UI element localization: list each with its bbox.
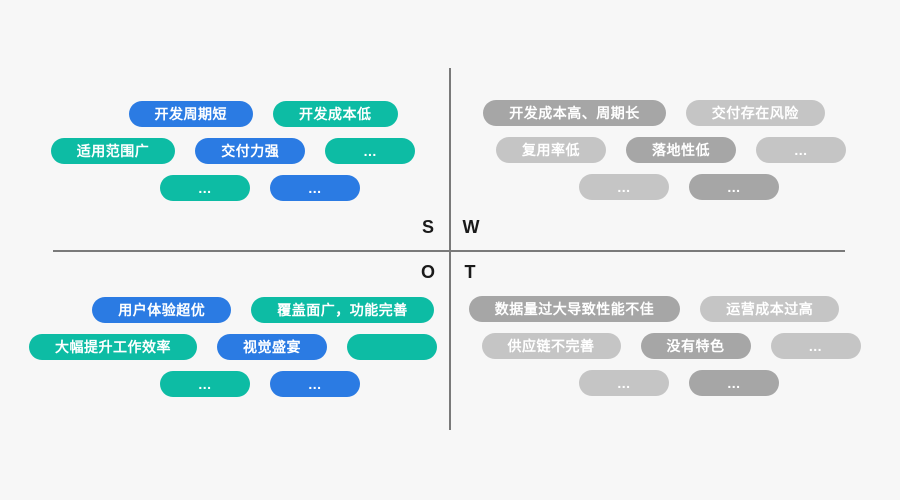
pill-row: ...... xyxy=(454,370,900,396)
swot-pill: 视觉盛宴 xyxy=(217,334,327,360)
swot-pill: 覆盖面广，功能完善 xyxy=(251,297,434,323)
swot-pill-ellipsis: ... xyxy=(756,137,846,163)
swot-pill-ellipsis: ... xyxy=(579,370,669,396)
swot-pill-ellipsis: ... xyxy=(160,371,250,397)
swot-pill: 复用率低 xyxy=(496,137,606,163)
swot-pill: 没有特色 xyxy=(640,333,751,359)
pill-row: ...... xyxy=(454,174,900,200)
swot-pill: 数据量过大导致性能不佳 xyxy=(468,296,681,322)
swot-pill: 开发成本低 xyxy=(273,101,398,127)
pill-row: 适用范围广交付力强... xyxy=(8,138,458,164)
swot-pill: 供应链不完善 xyxy=(481,333,621,359)
swot-pill: 用户体验超优 xyxy=(92,297,232,323)
swot-pill-ellipsis: ... xyxy=(160,175,250,201)
quadrant-letter-t: T xyxy=(464,262,476,282)
pill-row: 复用率低落地性低... xyxy=(446,137,896,163)
swot-pill: 交付存在风险 xyxy=(685,100,825,126)
quadrant-letter-s: S xyxy=(421,217,434,237)
swot-pill: 大幅提升工作效率 xyxy=(29,334,197,360)
pill-row: 开发周期短开发成本低 xyxy=(38,101,488,127)
swot-pill-empty xyxy=(347,334,437,360)
quadrant-letter-w: W xyxy=(462,217,480,237)
pill-row: 供应链不完善没有特色... xyxy=(446,333,896,359)
pill-row: 开发成本高、周期长交付存在风险 xyxy=(429,100,879,126)
horizontal-axis-line xyxy=(53,250,845,252)
pill-row: ...... xyxy=(35,371,485,397)
swot-pill-ellipsis: ... xyxy=(325,138,416,164)
swot-pill-ellipsis: ... xyxy=(270,371,360,397)
swot-pill: 开发成本高、周期长 xyxy=(483,100,666,126)
pill-row: 数据量过大导致性能不佳运营成本过高 xyxy=(429,296,879,322)
vertical-axis-line xyxy=(449,68,451,430)
quadrant-weaknesses: 开发成本高、周期长交付存在风险复用率低落地性低......... xyxy=(450,100,900,211)
swot-pill: 适用范围广 xyxy=(50,138,176,164)
quadrant-threats: 数据量过大导致性能不佳运营成本过高供应链不完善没有特色......... xyxy=(450,296,900,407)
quadrant-opportunities: 用户体验超优覆盖面广，功能完善大幅提升工作效率视觉盛宴...... xyxy=(0,297,450,408)
swot-pill-ellipsis: ... xyxy=(689,370,779,396)
pill-row: ...... xyxy=(35,175,485,201)
quadrant-letter-o: O xyxy=(420,262,435,282)
swot-pill-ellipsis: ... xyxy=(689,174,779,200)
swot-pill-ellipsis: ... xyxy=(579,174,669,200)
swot-pill: 开发周期短 xyxy=(128,101,253,127)
swot-pill: 运营成本过高 xyxy=(700,296,840,322)
swot-pill-ellipsis: ... xyxy=(270,175,360,201)
quadrant-strengths: 开发周期短开发成本低适用范围广交付力强......... xyxy=(0,101,450,212)
swot-pill: 落地性低 xyxy=(626,137,736,163)
pill-row: 用户体验超优覆盖面广，功能完善 xyxy=(38,297,488,323)
swot-pill: 交付力强 xyxy=(195,138,306,164)
swot-pill-ellipsis: ... xyxy=(770,333,861,359)
pill-row: 大幅提升工作效率视觉盛宴 xyxy=(8,334,458,360)
